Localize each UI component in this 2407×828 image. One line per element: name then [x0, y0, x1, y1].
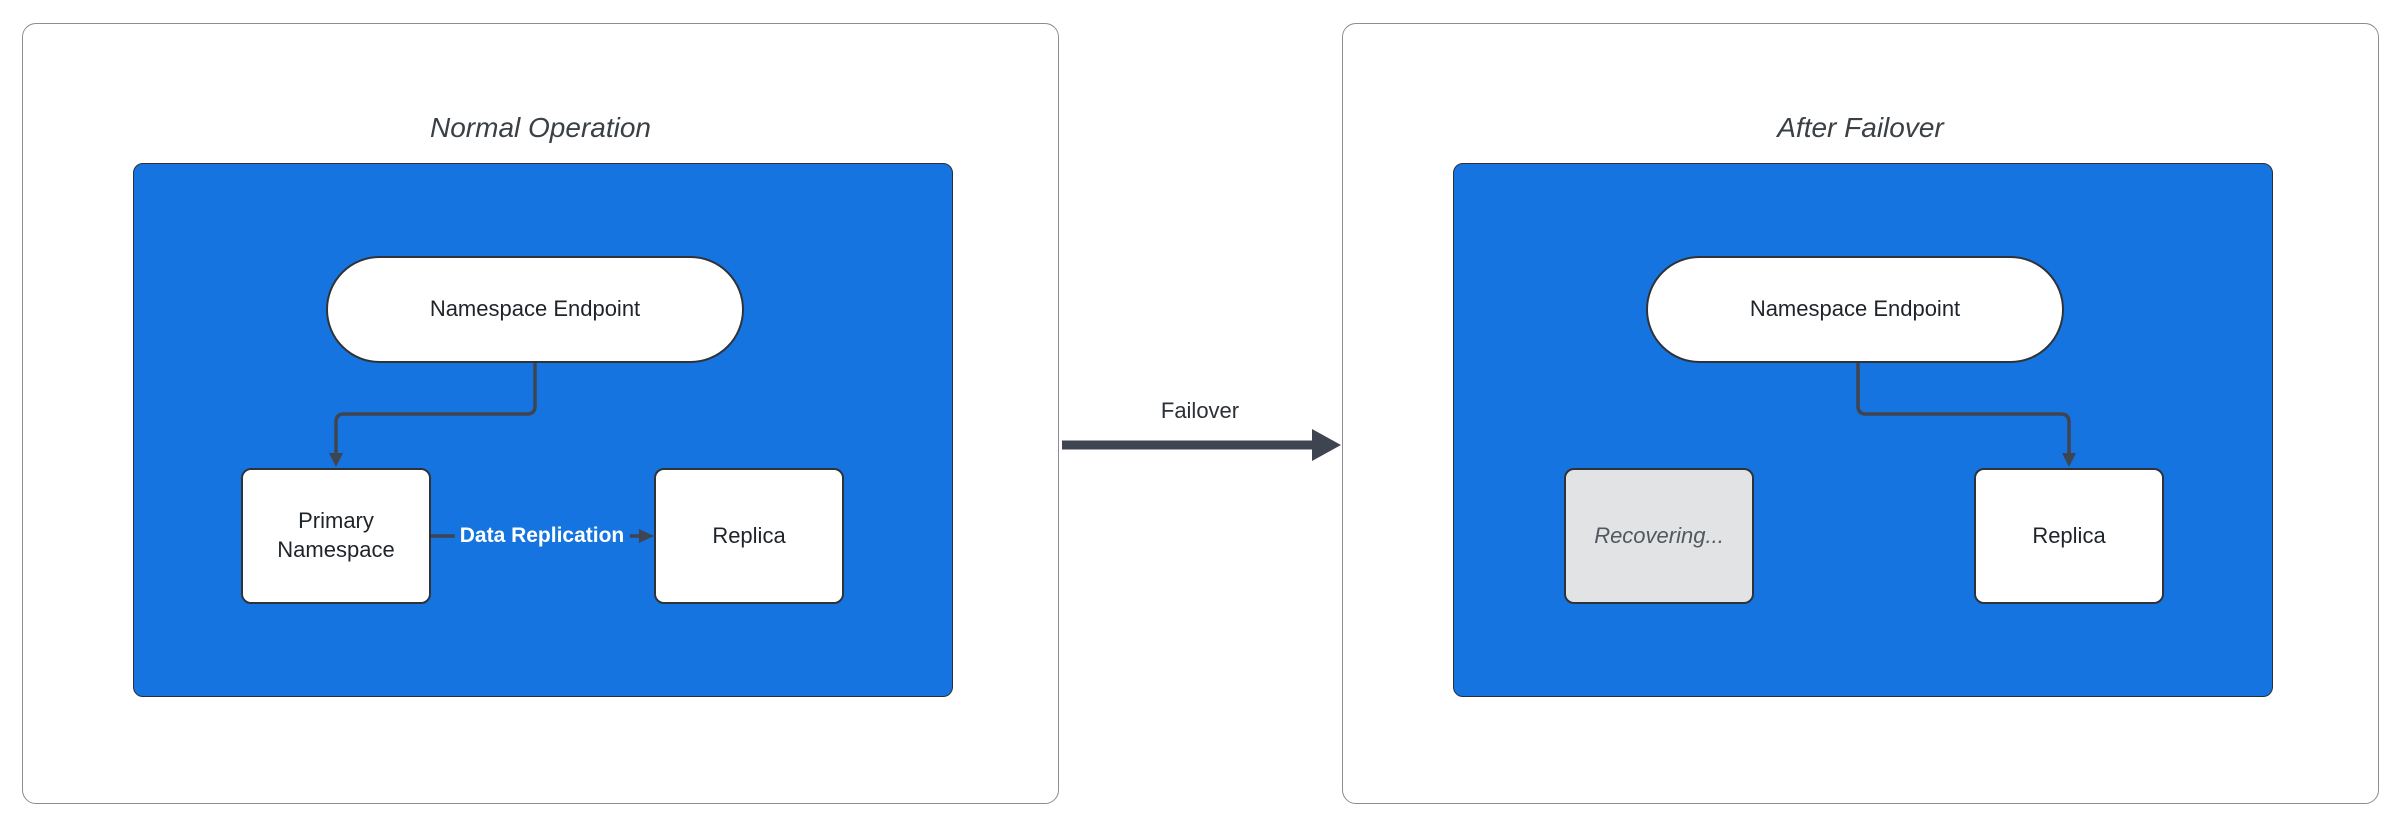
- failover-edge-label: Failover: [1160, 398, 1240, 423]
- replica-node: Replica: [654, 468, 844, 604]
- after-failover-panel: After Failover Namespace Endpoint Recove…: [1342, 23, 2379, 804]
- primary-namespace-label: Primary Namespace: [277, 508, 395, 562]
- data-replication-edge-label: Data Replication: [454, 522, 630, 550]
- after-failover-title: After Failover: [1777, 112, 1944, 143]
- namespace-endpoint-label-right: Namespace Endpoint: [1749, 296, 1961, 322]
- replica-label-right: Replica: [2032, 522, 2106, 548]
- failover-arrow: [1062, 429, 1341, 461]
- primary-namespace-node: Primary Namespace: [241, 468, 431, 604]
- recovering-label: Recovering...: [1594, 522, 1724, 548]
- namespace-endpoint-label: Namespace Endpoint: [429, 296, 641, 322]
- namespace-endpoint-node-right: Namespace Endpoint: [1646, 256, 2064, 363]
- normal-operation-title: Normal Operation: [430, 112, 651, 143]
- after-failover-edges: [1856, 361, 2076, 467]
- normal-operation-cluster: Namespace Endpoint Primary Namespace Rep…: [133, 163, 953, 697]
- recovering-node: Recovering...: [1564, 468, 1754, 604]
- normal-operation-panel: Normal Operation Namespace Endpoint Prim…: [22, 23, 1059, 804]
- replica-label: Replica: [712, 522, 786, 548]
- normal-operation-edges: [329, 361, 654, 543]
- namespace-endpoint-node: Namespace Endpoint: [326, 256, 744, 363]
- replica-node-right: Replica: [1974, 468, 2164, 604]
- after-failover-cluster: Namespace Endpoint Recovering... Replica: [1453, 163, 2273, 697]
